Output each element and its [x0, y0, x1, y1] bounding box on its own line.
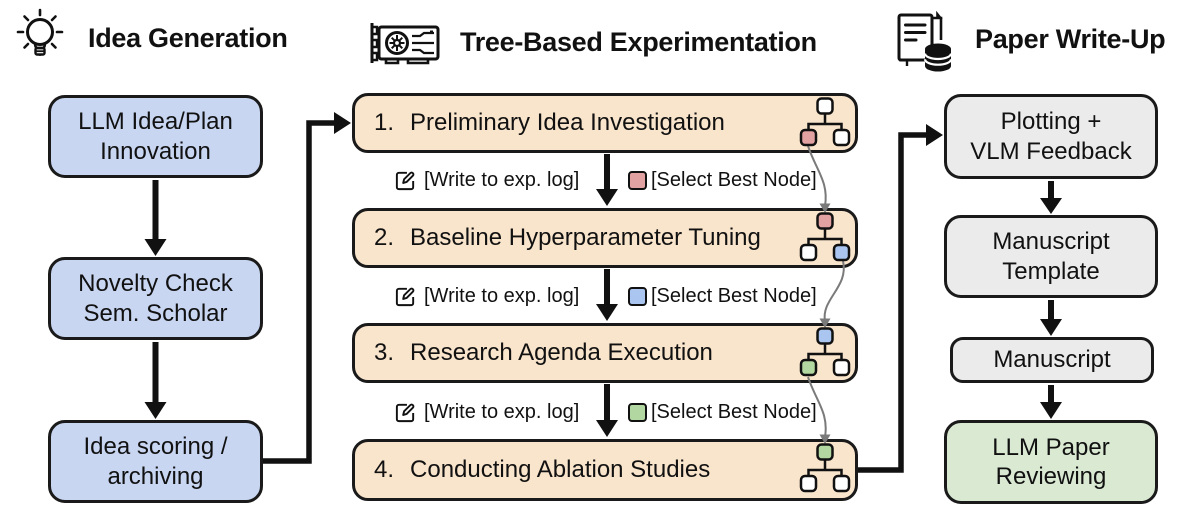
select-node-label: [Select Best Node] [651, 168, 817, 191]
search-tree-icon-stage4 [799, 443, 851, 493]
edit-pencil-icon [395, 171, 415, 190]
stage-number: 4. [374, 456, 395, 483]
search-tree-icon-stage1 [799, 97, 851, 147]
box-plotting-vlm-feedback: Plotting + VLM Feedback [944, 94, 1158, 179]
select-node-annotation-3: [Select Best Node] [628, 398, 817, 426]
box-novelty-check: Novelty Check Sem. Scholar [48, 257, 263, 340]
stage-number: 2. [374, 224, 395, 251]
box-label: Manuscript Template [992, 228, 1110, 285]
paper-database-icon [897, 10, 953, 72]
stage-title: Baseline Hyperparameter Tuning [410, 224, 761, 251]
box-llm-paper-reviewing: LLM Paper Reviewing [944, 420, 1158, 504]
arrow-idea-to-novelty [144, 180, 167, 256]
write-log-label: [Write to exp. log] [424, 168, 580, 191]
header-idea-generation: Idea Generation [8, 6, 288, 70]
best-node-swatch [628, 402, 647, 422]
stage-box-preliminary-idea-investigation: 1. Preliminary Idea Investigation [352, 93, 858, 153]
arrow-stage2-to-stage3 [596, 269, 618, 321]
box-label: Manuscript [993, 346, 1111, 374]
best-node-swatch [628, 170, 647, 190]
best-node-swatch [628, 286, 647, 306]
arrow-novelty-to-scoring [144, 342, 167, 419]
box-label: LLM Paper Reviewing [992, 433, 1110, 490]
write-log-label: [Write to exp. log] [424, 284, 580, 307]
select-node-label: [Select Best Node] [651, 400, 817, 423]
write-log-label: [Write to exp. log] [424, 400, 580, 423]
box-label: LLM Idea/Plan Innovation [78, 108, 233, 165]
write-log-annotation-2: [Write to exp. log] [394, 282, 579, 310]
write-log-annotation-1: [Write to exp. log] [394, 166, 579, 194]
best-node-curve-2-3 [819, 260, 845, 328]
edit-pencil-icon [395, 287, 415, 306]
box-label: Novelty Check Sem. Scholar [78, 270, 233, 327]
box-manuscript: Manuscript [950, 337, 1154, 383]
paper-writeup-title: Paper Write-Up [975, 23, 1166, 54]
stage-title: Research Agenda Execution [410, 339, 713, 366]
box-manuscript-template: Manuscript Template [944, 215, 1158, 298]
write-log-annotation-3: [Write to exp. log] [394, 398, 579, 426]
box-idea-scoring-archiving: Idea scoring / archiving [48, 420, 263, 503]
select-node-label: [Select Best Node] [651, 284, 817, 307]
idea-generation-title: Idea Generation [88, 22, 288, 53]
experimentation-title: Tree-Based Experimentation [460, 26, 817, 57]
edit-pencil-icon [395, 403, 415, 422]
header-experimentation: Tree-Based Experimentation [366, 10, 817, 74]
header-paper-writeup: Paper Write-Up [891, 6, 1166, 72]
box-llm-idea-plan-innovation: LLM Idea/Plan Innovation [48, 95, 263, 178]
arrow-plotting-to-template [1040, 181, 1062, 214]
search-tree-icon-stage3 [799, 327, 851, 377]
arrow-stage3-to-stage4 [596, 384, 618, 437]
stage-box-baseline-hyperparameter-tuning: 2. Baseline Hyperparameter Tuning [352, 208, 858, 268]
arrow-manuscript-to-reviewing [1040, 385, 1062, 419]
connector-stage4-to-plotting [858, 124, 943, 473]
box-label: Idea scoring / archiving [83, 433, 228, 490]
connector-scoring-to-stage1 [263, 112, 351, 464]
select-node-annotation-2: [Select Best Node] [628, 282, 817, 310]
arrow-stage1-to-stage2 [596, 154, 618, 206]
stage-title: Preliminary Idea Investigation [410, 109, 725, 136]
gpu-icon [370, 23, 440, 65]
lightbulb-icon [16, 8, 64, 56]
stage-number: 1. [374, 109, 395, 136]
stage-title: Conducting Ablation Studies [410, 456, 711, 483]
select-node-annotation-1: [Select Best Node] [628, 166, 817, 194]
search-tree-icon-stage2 [799, 212, 851, 262]
stage-box-conducting-ablation-studies: 4. Conducting Ablation Studies [352, 439, 858, 501]
stage-number: 3. [374, 339, 395, 366]
box-label: Plotting + VLM Feedback [970, 108, 1132, 165]
stage-box-research-agenda-execution: 3. Research Agenda Execution [352, 323, 858, 383]
arrow-template-to-manuscript [1040, 300, 1062, 336]
